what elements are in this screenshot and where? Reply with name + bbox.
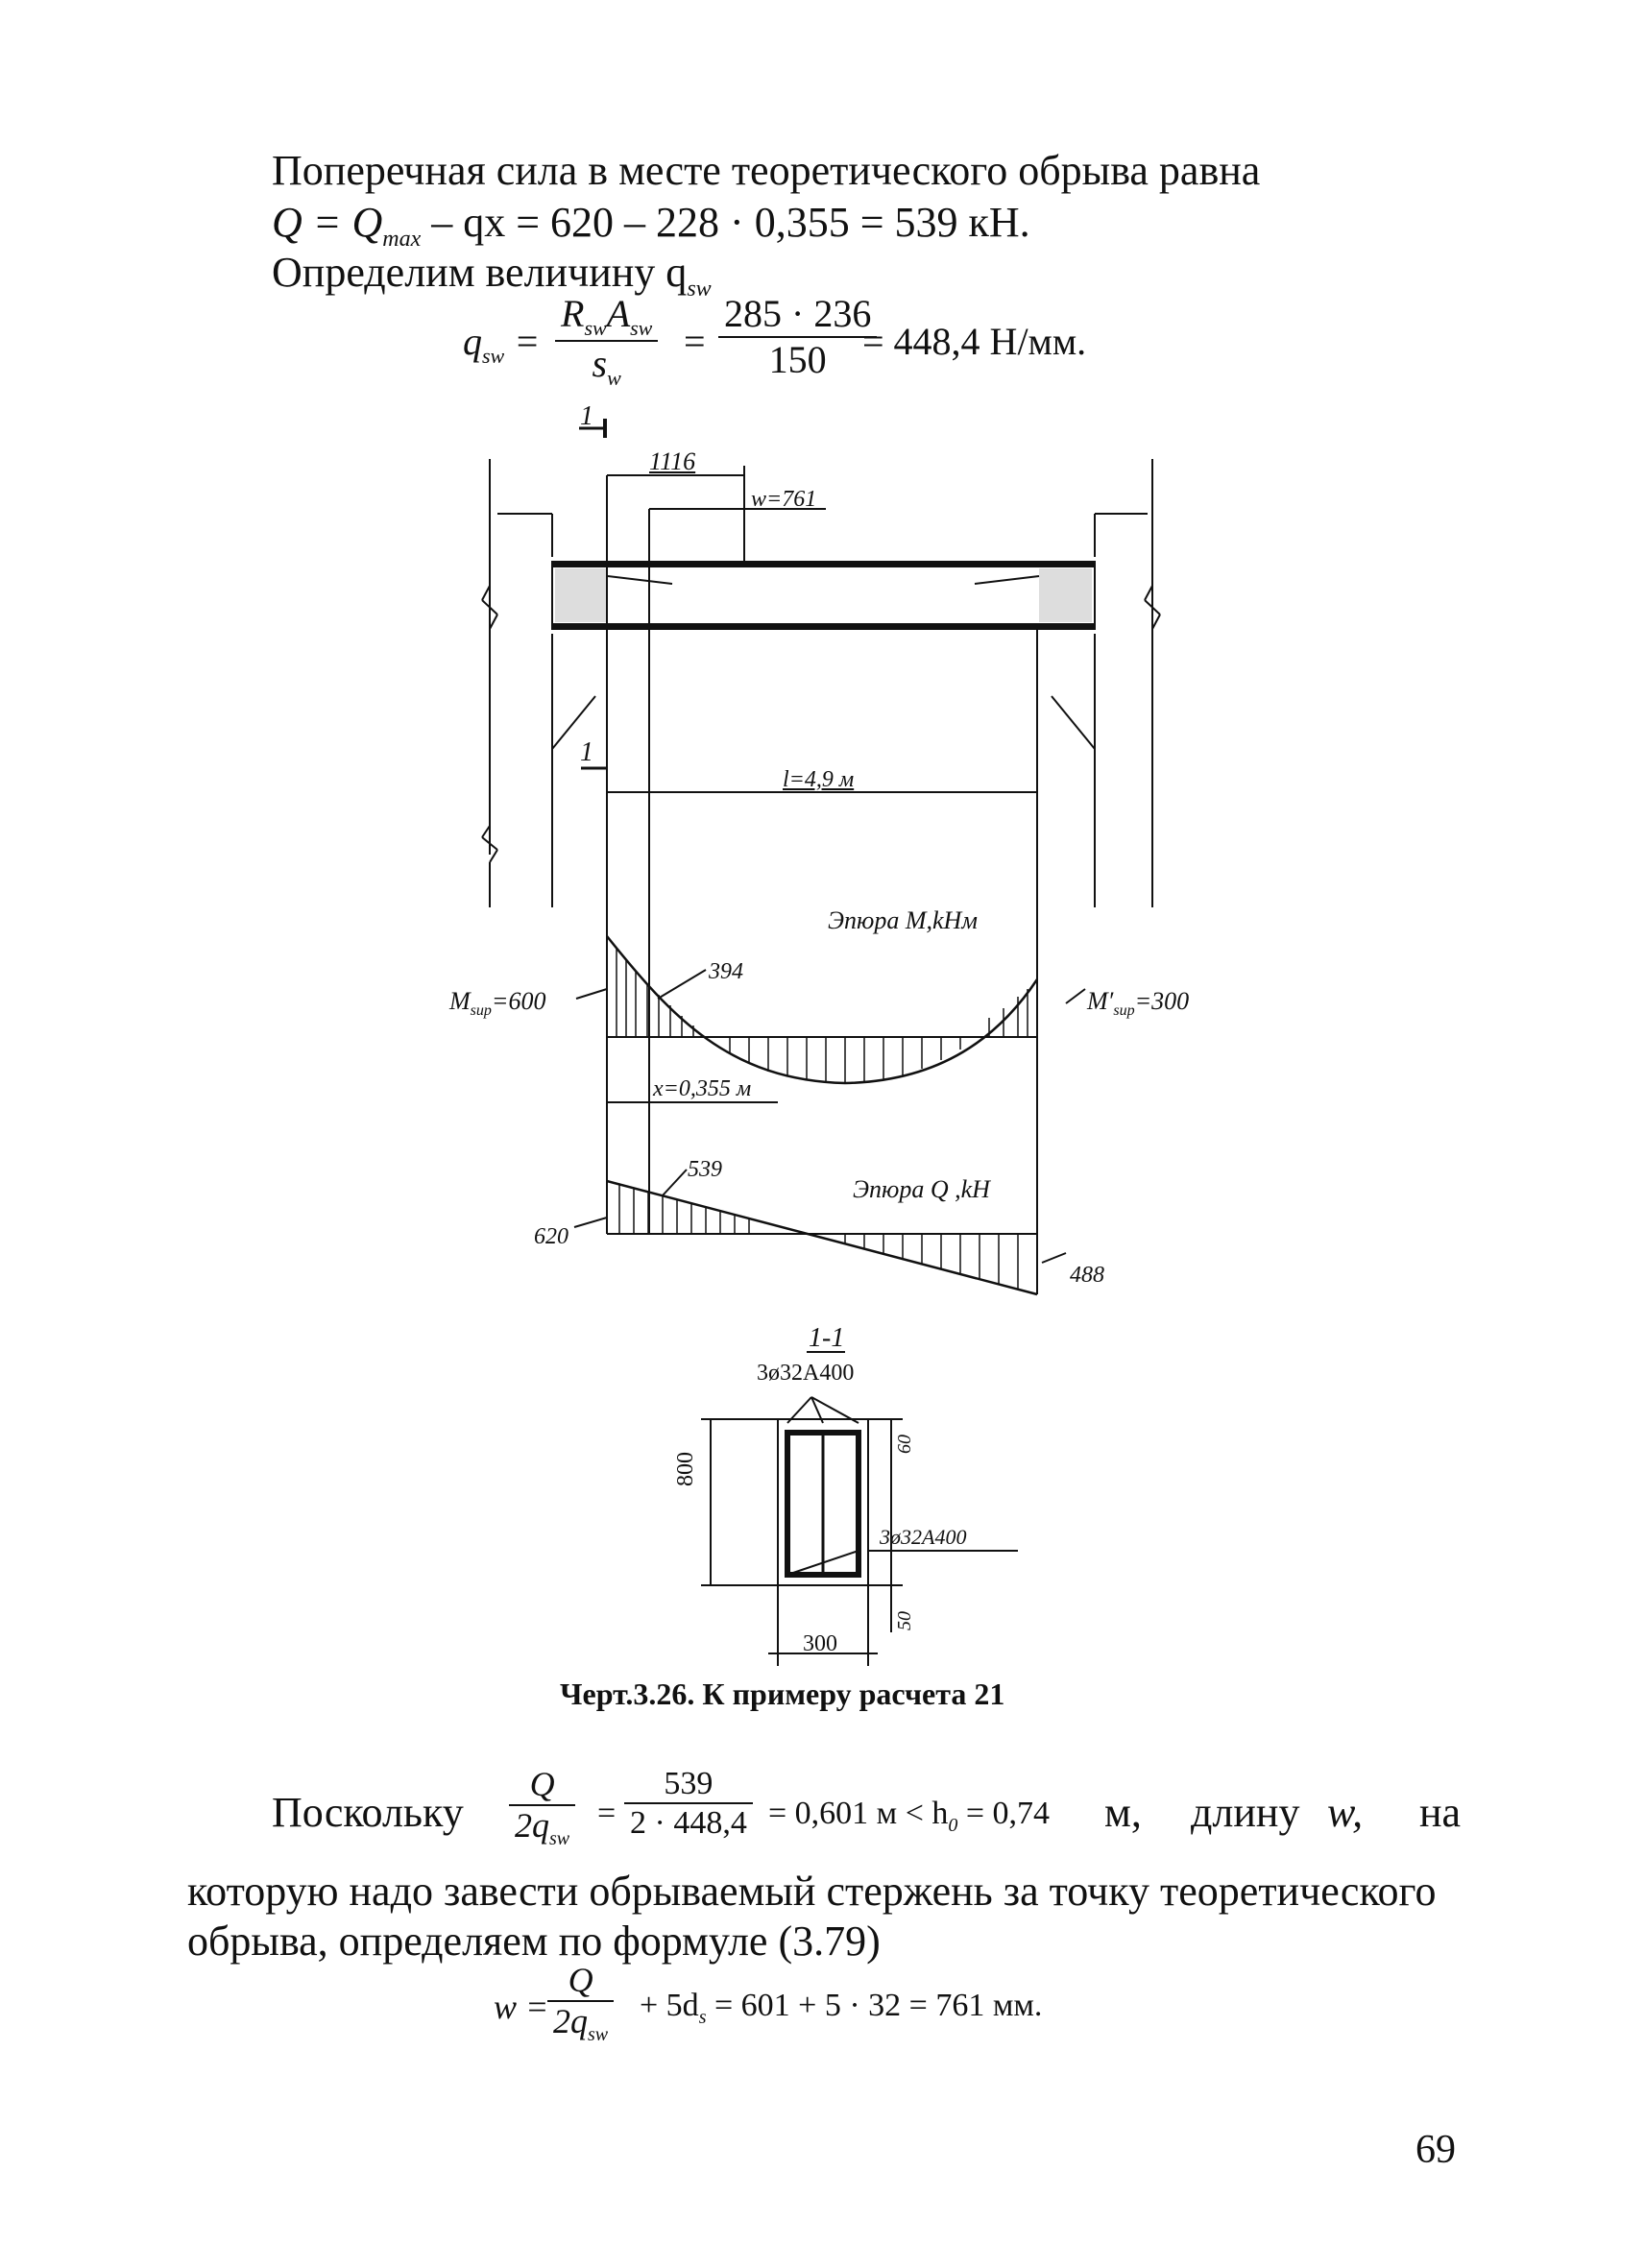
moment-sup-right-label: M′sup=300 (1087, 987, 1190, 1020)
para-word-length: длину (1191, 1789, 1300, 1836)
moment-394-label: 394 (709, 959, 743, 984)
dim-x-label: x=0,355 м (653, 1076, 752, 1101)
moment-sup-left-label: Msup=600 (449, 987, 546, 1020)
dim-800-label: 800 (673, 1452, 698, 1486)
formula-qsw-eq: = (684, 320, 706, 363)
dim-50-label: 50 (894, 1611, 915, 1630)
section-mark-mid-label: 1 (580, 737, 593, 767)
para-line-3: обрыва, определяем по формуле (3.79) (187, 1918, 881, 1965)
text-line-3: Определим величину qsw (272, 249, 712, 302)
dim-300-label: 300 (803, 1631, 837, 1656)
text-line-1: Поперечная сила в месте теоретического о… (272, 147, 1261, 194)
shear-diagram-title: Эпюра Q ,kH (853, 1175, 990, 1203)
rebar-top-label: 3ø32A400 (757, 1361, 855, 1386)
dim-1116-label: 1116 (649, 447, 696, 475)
text-line-2: Q = Qmax – qx = 620 – 228 · 0,355 = 539 … (272, 199, 1030, 252)
dim-60-label: 60 (894, 1435, 915, 1454)
section-mark-top-label: 1 (580, 401, 593, 431)
formula-qsw-frac1: RswAsw sw (555, 292, 659, 391)
para-word-w: w, (1327, 1789, 1364, 1836)
moment-curve (606, 935, 1039, 1085)
page-number: 69 (1415, 2128, 1456, 2172)
shear-488-label: 488 (1070, 1263, 1104, 1288)
para-frac-q: Q 2qsw (509, 1765, 576, 1851)
para-lead: Поскольку (272, 1789, 464, 1836)
section-1-1-title: 1-1 (809, 1323, 845, 1353)
para-word-m: м, (1104, 1789, 1142, 1836)
rebar-bottom-label: 3ø32A400 (880, 1525, 967, 1549)
dim-w-label: w=761 (751, 487, 817, 512)
formula-w-rest: + 5ds = 601 + 5 · 32 = 761 мм. (640, 1988, 1043, 2028)
formula-qsw-frac2: 285 · 236 150 (718, 292, 878, 382)
dim-l-label: l=4,9 м (783, 767, 855, 792)
shear-539-label: 539 (688, 1157, 722, 1182)
shear-line (606, 1179, 1038, 1296)
para-eq: = (597, 1796, 617, 1831)
moment-diagram-title: Эпюра M,kHм (828, 906, 978, 934)
para-condition: = 0,601 м < h0 = 0,74 (768, 1796, 1051, 1836)
formula-qsw-lhs: qsw = (463, 320, 541, 368)
formula-w-frac: Q 2qsw (547, 1961, 615, 2047)
para-line-2: которую надо завести обрываемый стержень… (187, 1868, 1437, 1915)
para-frac-num: 539 2 · 448,4 (624, 1765, 753, 1842)
formula-w-lhs: w = (494, 1988, 549, 2026)
para-word-on: на (1419, 1789, 1462, 1836)
shear-620-label: 620 (534, 1224, 568, 1249)
formula-qsw-result: = 448,4 Н/мм. (862, 320, 1087, 363)
figure-caption: Черт.3.26. К примеру расчета 21 (560, 1677, 1005, 1711)
